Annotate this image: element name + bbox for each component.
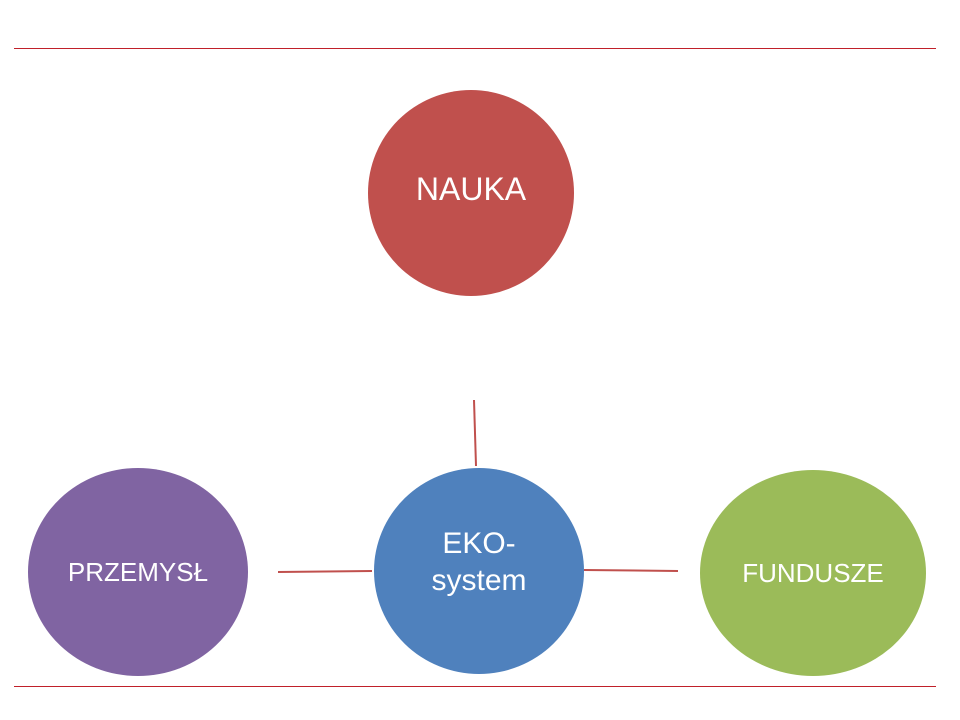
bottom-divider-line [14,686,936,687]
node-fundusze-label: FUNDUSZE [742,557,884,588]
connector-eko-przemysl [277,570,373,573]
connector-eko-nauka [473,399,477,467]
top-divider-line [14,48,936,49]
node-nauka-label: NAUKA [415,171,527,207]
node-przemysl: PRZEMYSŁ [28,468,248,676]
node-ekosystem: EKO- system [374,468,584,674]
node-przemysl-label: PRZEMYSŁ [67,556,209,587]
node-ekosystem-label-line1: EKO- [442,526,516,560]
node-ekosystem-label-line2: system [431,564,527,597]
node-ekosystem-label: EKO- system [431,525,526,600]
connector-eko-fundusze [583,569,679,572]
node-fundusze: FUNDUSZE [700,470,926,676]
node-nauka: NAUKA [368,90,574,296]
